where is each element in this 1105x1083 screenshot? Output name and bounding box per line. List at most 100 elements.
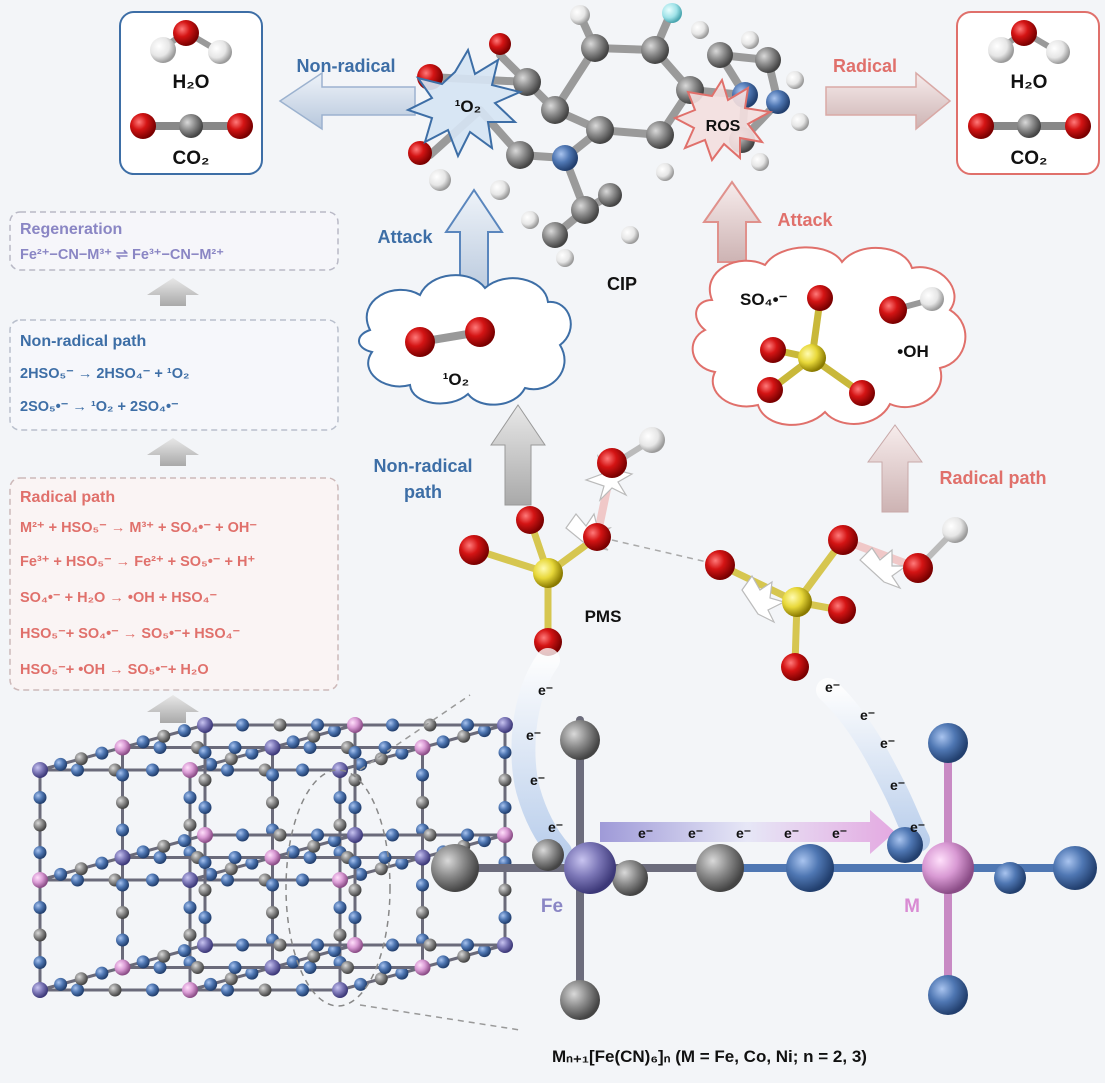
lattice-metal-atom [332,762,348,778]
lattice-atom [224,972,238,986]
lattice-atom [116,768,129,782]
lattice-atom [273,828,287,842]
radical-box-title: Radical path [20,489,115,506]
electron-label: e⁻ [548,819,563,835]
lattice-atom [146,983,159,997]
lattice-atom [416,768,429,782]
lattice-atom [157,729,171,743]
lattice-atom [286,845,300,859]
lattice-atom [333,818,347,832]
lattice-atom [266,796,279,809]
lattice-atom [33,846,47,859]
radical-path-arrow: Radical path [867,424,1047,513]
lattice-atom [461,718,474,732]
lattice-atom [74,862,88,876]
lattice-atom [33,956,47,969]
up-arrow-radical [147,695,199,723]
lattice-atom [136,845,150,859]
lattice-atom [245,966,259,980]
lattice-metal-atom [414,739,431,756]
lattice-atom [198,883,212,897]
lattice-metal-atom [332,982,348,998]
lattice-atom [245,856,259,870]
water-molecule-right [988,20,1070,64]
non-radical-arrow-top: Non-radical [278,56,416,131]
m-label: M [904,896,920,917]
lattice-atom [33,818,47,832]
attack-label-right: Attack [777,210,833,230]
cip-label: CIP [607,274,637,294]
lattice-atom [416,906,429,919]
lattice-atom [307,729,321,743]
electron-labels: e⁻ e⁻ e⁻ e⁻ e⁻ e⁻ e⁻ e⁻ e⁻ e⁻ e⁻ e⁻ e⁻ e… [526,679,925,841]
lattice-atom [245,746,259,760]
electron-label: e⁻ [530,772,545,788]
non-radical-label-top: Non-radical [296,56,395,76]
lattice-metal-atom [114,849,131,866]
lattice-atom [74,972,88,986]
lattice-atom [348,911,362,924]
electron-label: e⁻ [638,825,653,841]
lattice-atom [374,972,388,986]
lattice-atom [286,735,300,749]
lattice-atom [224,752,238,766]
lattice-atom [341,961,354,974]
hydrogen-bond-dash [611,539,721,566]
lattice-atom [136,735,150,749]
lattice-atom [33,791,47,804]
lattice-atom [333,928,347,942]
zoom-indicator [285,694,521,1031]
lattice-atom [423,828,437,842]
non-radical-path-label-line1: Non-radical [373,456,472,476]
lattice-metal-atom [414,959,431,976]
lattice-atom [348,883,362,897]
lattice-atom [386,828,399,842]
lattice-atom [116,878,129,892]
radical-equation-3: SO₄•⁻ + H₂O → •OH + HSO₄⁻ [20,590,218,606]
lattice-metal-atom [182,762,198,778]
lattice-metal-atom [264,849,281,866]
lattice-atom [498,746,512,759]
ros-label: ROS [706,118,741,135]
electron-label: e⁻ [890,777,905,793]
radical-arrow-top: Radical [825,56,952,131]
lattice-atom [461,828,474,842]
radical-equation-5: HSO₅⁻+ •OH → SO₅•⁻+ H₂O [20,662,209,678]
singlet-oxygen-label: ¹O₂ [455,97,481,116]
lattice-atom [348,801,362,814]
lattice-atom [307,839,321,853]
lattice-atom [71,763,84,777]
lattice-atom [498,911,512,924]
non-radical-equation-2: 2SO₅•⁻ → ¹O₂ + 2SO₄•⁻ [20,399,179,415]
lattice-metal-atom [264,739,281,756]
water-molecule-left [150,20,232,64]
lattice-atom [236,828,249,842]
lattice-atom [461,938,474,952]
singlet-oxygen-burst: ¹O₂ [405,47,524,159]
lattice-metal-atom [197,937,213,953]
lattice-atom [498,773,512,787]
electron-label: e⁻ [860,707,875,723]
regeneration-equation: Fe²⁺−CN−M³⁺ ⇌ Fe³⁺−CN−M²⁺ [20,247,224,263]
lattice-atom [204,867,218,881]
electron-label: e⁻ [832,825,847,841]
co2-label-right: CO₂ [1011,148,1048,169]
lattice-atom [395,856,409,870]
co2-molecule-right [968,113,1091,139]
non-radical-path-arrow: Non-radical path [373,404,546,506]
lattice-atom [333,791,347,804]
lattice-atom [327,944,341,958]
lattice-atom [307,949,321,963]
lattice-atom [74,752,88,766]
radical-path-box: Radical path M²⁺ + HSO₅⁻ → M³⁺ + SO₄•⁻ +… [9,477,339,691]
lattice-metal-atom [32,982,48,998]
lattice-metal-atom [414,849,431,866]
ros-burst: ROS [672,77,774,163]
lattice-atom [221,763,234,777]
lattice-atom [204,757,218,771]
lattice-atom [95,856,109,870]
cip-molecule [408,3,809,267]
lattice-atom [146,873,159,887]
non-radical-box-title: Non-radical path [20,333,146,350]
radical-species-cloud: SO₄•⁻ •OH [691,246,967,426]
